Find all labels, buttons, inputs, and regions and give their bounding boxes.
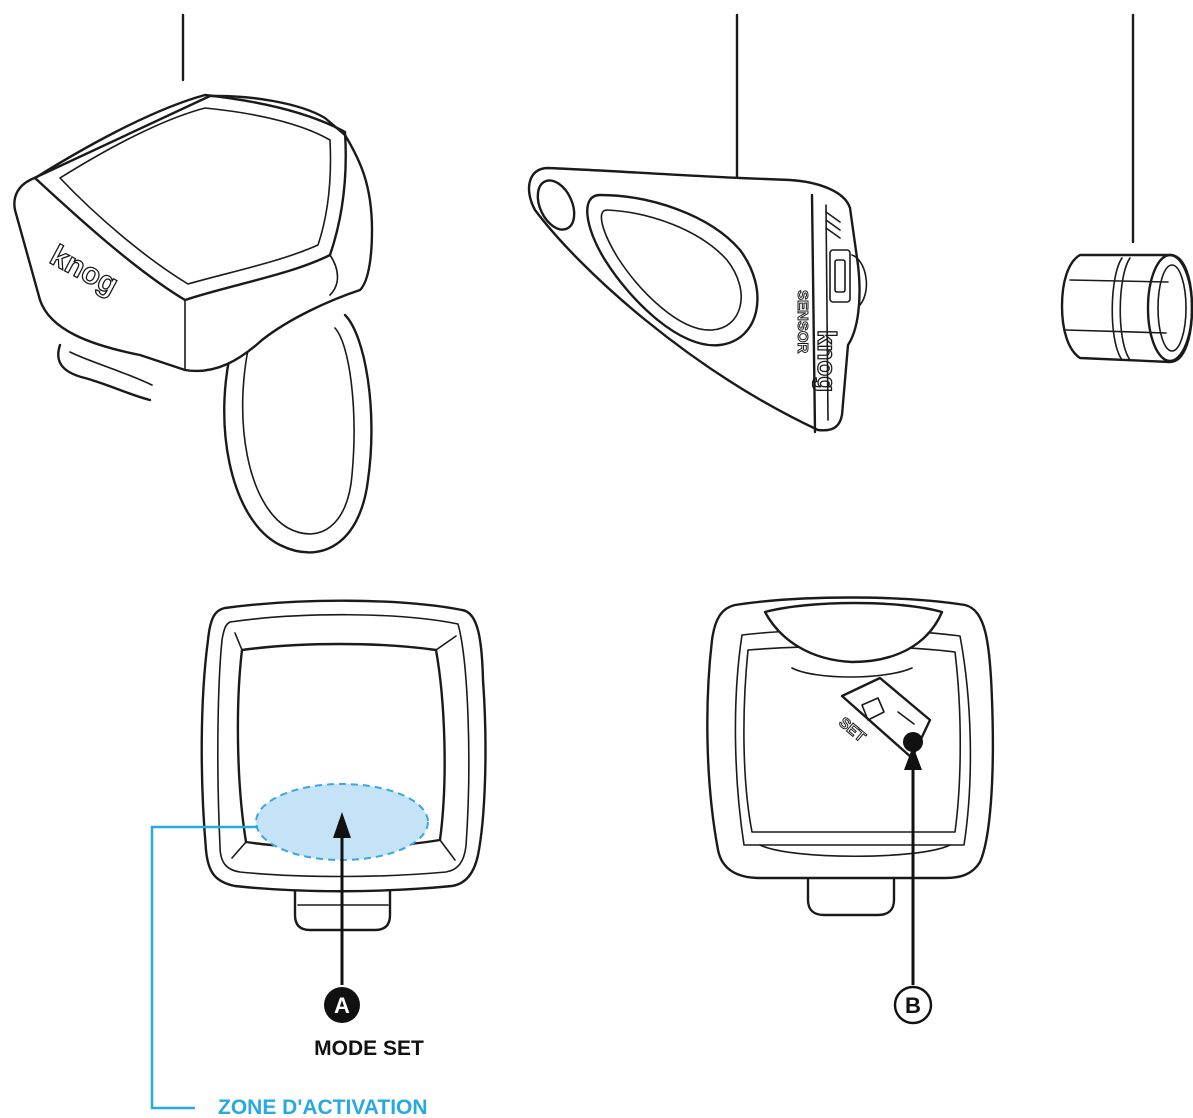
sensor-brand-logo: knog <box>812 330 842 392</box>
marker-b-badge <box>893 985 933 1025</box>
magnet-body <box>1060 253 1193 364</box>
sensor-illustration: SENSOR knog <box>527 13 868 434</box>
callout-b: B <box>893 746 933 1025</box>
sensor-label: SENSOR <box>794 290 811 354</box>
arrow-b-head <box>904 746 922 770</box>
callout-a: A MODE SET <box>314 812 424 1060</box>
arrow-a-head <box>333 812 351 838</box>
light-unit-illustration: knog <box>13 13 374 554</box>
strap-loop-outer <box>223 313 373 554</box>
activation-zone-label: ZONE D'ACTIVATION <box>218 1096 428 1118</box>
set-button <box>903 732 923 752</box>
zone-leader-line <box>150 825 258 1110</box>
magnet-illustration <box>1060 13 1193 364</box>
zone-callout: ZONE D'ACTIVATION <box>150 825 428 1118</box>
light-front-illustration <box>200 599 487 932</box>
light-back-illustration: SET <box>706 596 995 917</box>
sensor-body <box>527 166 861 432</box>
light-body <box>13 94 374 373</box>
marker-a-letter: A <box>334 993 350 1018</box>
mode-set-label: MODE SET <box>314 1037 424 1060</box>
marker-a-badge <box>324 987 360 1023</box>
light-back-body <box>706 596 995 880</box>
marker-b-letter: B <box>905 993 921 1018</box>
